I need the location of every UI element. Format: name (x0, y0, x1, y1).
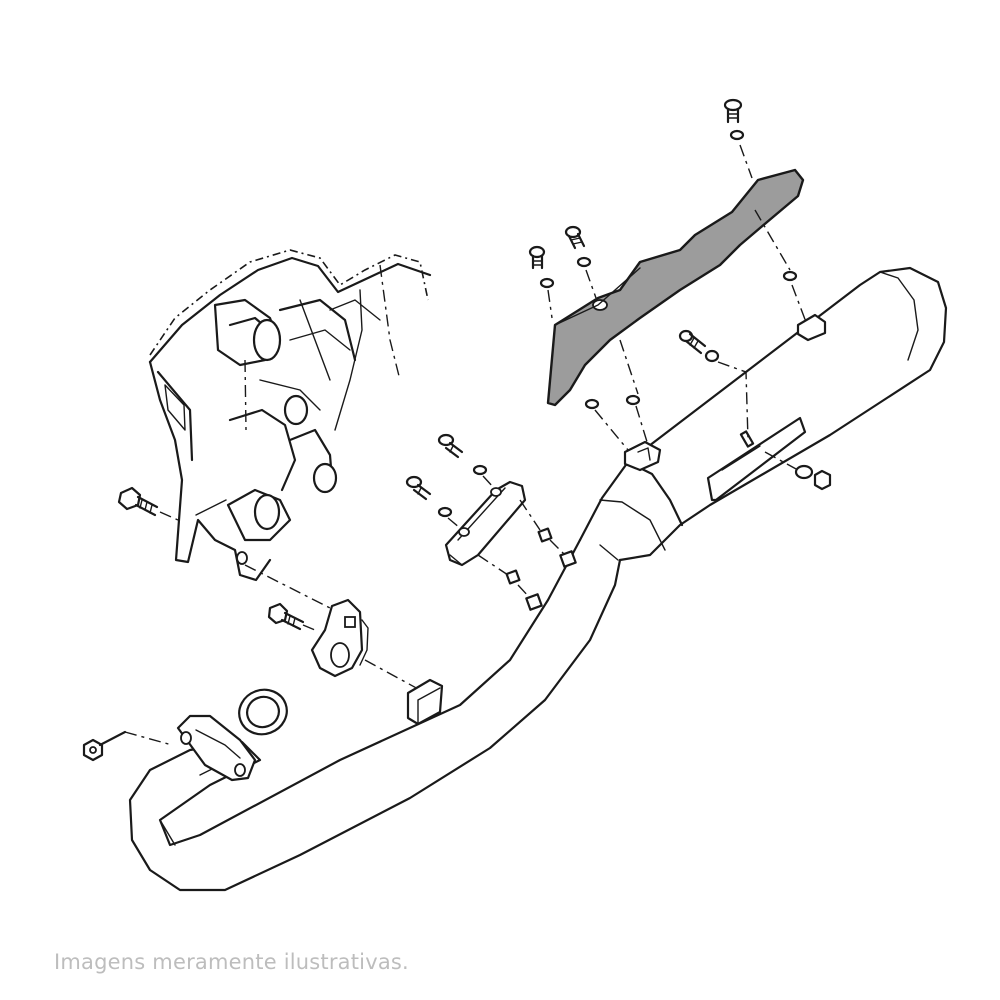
exhaust-flange (176, 714, 257, 782)
pipe-guard-screw-lower (405, 475, 461, 529)
muffler-side-nut (764, 451, 832, 491)
heat-shield (546, 168, 805, 407)
shield-washer-lower-right (625, 394, 641, 406)
frame-bracket (148, 249, 432, 582)
heat-shield-screw-mid (564, 225, 597, 299)
heat-shield-screw-left (528, 245, 555, 319)
pipe-guard-screw-upper (437, 433, 495, 489)
muffler-side-guard (706, 416, 807, 502)
flange-guide-line (124, 731, 173, 746)
flange-nut (82, 730, 127, 762)
shield-guide-line-right (754, 209, 791, 271)
shield-guide-line-lower (594, 339, 649, 451)
hanger-bolt (267, 602, 305, 631)
illustration-disclaimer: Imagens meramente ilustrativas. (54, 950, 409, 974)
frame-bolt (117, 486, 159, 517)
heat-shield-screw-top (723, 98, 753, 179)
shield-washer-right (782, 270, 798, 282)
muffler-hanger-bracket (310, 598, 369, 678)
pipe-guard-clips (477, 499, 577, 611)
bracket-guide-line (159, 511, 179, 521)
muffler-side-bolt (678, 329, 749, 441)
hanger-mount-guide-line (364, 659, 421, 691)
muffler-bracket-upper (623, 313, 827, 472)
hanger-guide-line (244, 564, 339, 613)
exhaust-gasket (238, 688, 288, 736)
muffler (578, 266, 948, 562)
pipe-guard (444, 480, 527, 567)
shield-washer-lower-left (584, 398, 600, 410)
hanger-bolt-guide-line (302, 624, 316, 631)
shield-guide-line-right-lower (791, 284, 807, 323)
pipe-mount-tab (406, 678, 444, 726)
